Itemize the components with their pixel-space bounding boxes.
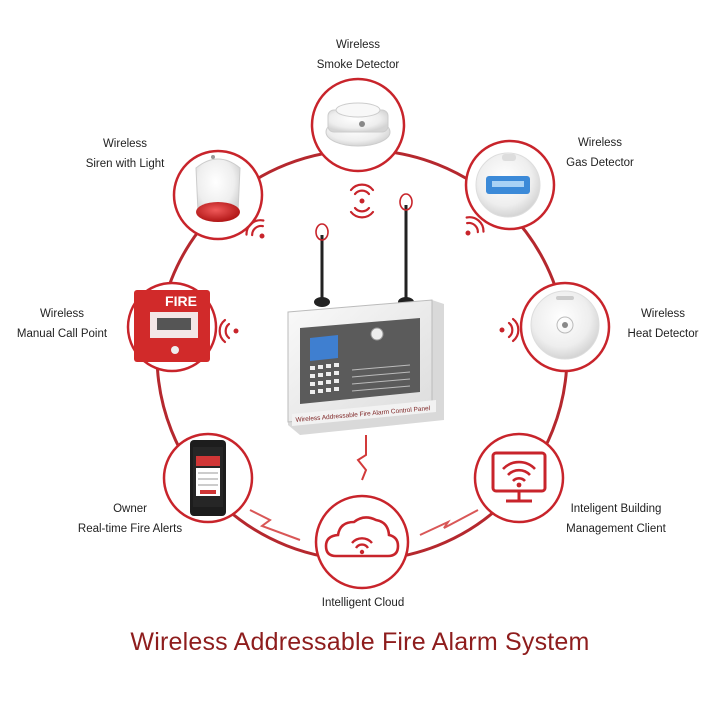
siren-line2: Siren with Light bbox=[85, 158, 165, 170]
cloud-icon bbox=[324, 516, 400, 558]
signal-icon-gas bbox=[465, 216, 485, 236]
heat-detector-line2: Heat Detector bbox=[627, 328, 699, 340]
smartphone-icon bbox=[190, 440, 226, 516]
bms-line1: Inteligent Building bbox=[570, 503, 662, 515]
link-owner-cloud bbox=[249, 509, 301, 541]
link-panel-cloud bbox=[356, 435, 368, 481]
label-cloud: Intelligent Cloud bbox=[308, 593, 418, 613]
link-cloud-bms bbox=[419, 509, 479, 536]
cloud-node bbox=[314, 494, 410, 590]
gas-detector-node bbox=[464, 139, 556, 231]
gas-detector-line2: Gas Detector bbox=[566, 157, 634, 169]
gas-detector-line1: Wireless bbox=[577, 137, 623, 149]
label-smoke-detector: Wireless Smoke Detector bbox=[300, 35, 416, 75]
manual-call-point-node: FIRE bbox=[126, 281, 218, 373]
call-point-line1: Wireless bbox=[39, 308, 85, 320]
signal-icon-smoke bbox=[349, 183, 375, 219]
owner-node bbox=[162, 432, 254, 524]
bms-node bbox=[473, 432, 565, 524]
smoke-detector-node bbox=[310, 77, 406, 173]
heat-detector-icon bbox=[530, 290, 600, 360]
label-manual-call-point: Wireless Manual Call Point bbox=[10, 304, 114, 344]
smoke-detector-icon bbox=[325, 102, 391, 147]
owner-line2: Real-time Fire Alerts bbox=[77, 523, 183, 535]
smoke-detector-line2: Smoke Detector bbox=[316, 59, 400, 71]
signal-icon-callpoint bbox=[218, 318, 239, 344]
owner-line1: Owner bbox=[113, 503, 147, 515]
label-siren: Wireless Siren with Light bbox=[70, 134, 180, 174]
label-gas-detector: Wireless Gas Detector bbox=[548, 133, 652, 173]
siren-icon bbox=[195, 155, 241, 222]
call-point-badge: FIRE bbox=[165, 293, 197, 309]
page-title: Wireless Addressable Fire Alarm System bbox=[130, 628, 590, 656]
siren-line1: Wireless bbox=[102, 138, 148, 150]
gas-detector-icon bbox=[475, 152, 541, 218]
heat-detector-node bbox=[519, 281, 611, 373]
smoke-detector-line1: Wireless bbox=[335, 39, 381, 51]
label-heat-detector: Wireless Heat Detector bbox=[615, 304, 711, 344]
manual-call-point-icon: FIRE bbox=[134, 290, 210, 362]
bms-line2: Management Client bbox=[566, 523, 666, 535]
label-owner: Owner Real-time Fire Alerts bbox=[68, 499, 192, 539]
call-point-line2: Manual Call Point bbox=[16, 328, 108, 340]
cloud-line1: Intelligent Cloud bbox=[321, 597, 405, 609]
signal-icon-heat bbox=[499, 317, 520, 343]
heat-detector-line1: Wireless bbox=[640, 308, 686, 320]
siren-node bbox=[172, 149, 264, 241]
monitor-icon bbox=[491, 451, 547, 503]
label-bms: Inteligent Building Management Client bbox=[558, 499, 674, 539]
control-panel: Wireless Addressable Fire Alarm Control … bbox=[287, 193, 444, 435]
